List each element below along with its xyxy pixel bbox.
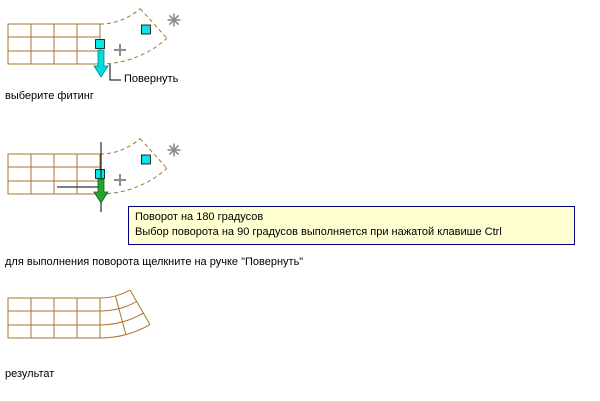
drawing-step1 <box>7 7 182 81</box>
caption-step3: результат <box>5 368 55 380</box>
label-leader-line <box>109 64 121 81</box>
drawing-step2 <box>7 137 182 212</box>
tooltip-line-2: Выбор поворота на 90 градусов выполняетс… <box>135 226 502 238</box>
rotate-grip-arrow-green[interactable] <box>93 178 109 204</box>
caption-step1: выберите фитинг <box>5 90 94 102</box>
drawing-step3 <box>7 289 151 339</box>
tooltip: Поворот на 180 градусов Выбор поворота н… <box>128 206 575 245</box>
duct-grid <box>7 23 101 65</box>
caption-step2: для выполнения поворота щелкните на ручк… <box>5 256 304 268</box>
rotate-grip-label: Повернуть <box>124 73 179 85</box>
rotate-grip-arrow-cyan[interactable] <box>93 49 109 78</box>
fitting-preview <box>94 7 182 66</box>
tooltip-line-1: Поворот на 180 градусов <box>135 211 264 223</box>
duct-grid <box>7 153 101 195</box>
duct-grid <box>7 297 101 339</box>
fitting-preview <box>94 137 182 195</box>
fitting-result-solid <box>99 289 151 339</box>
